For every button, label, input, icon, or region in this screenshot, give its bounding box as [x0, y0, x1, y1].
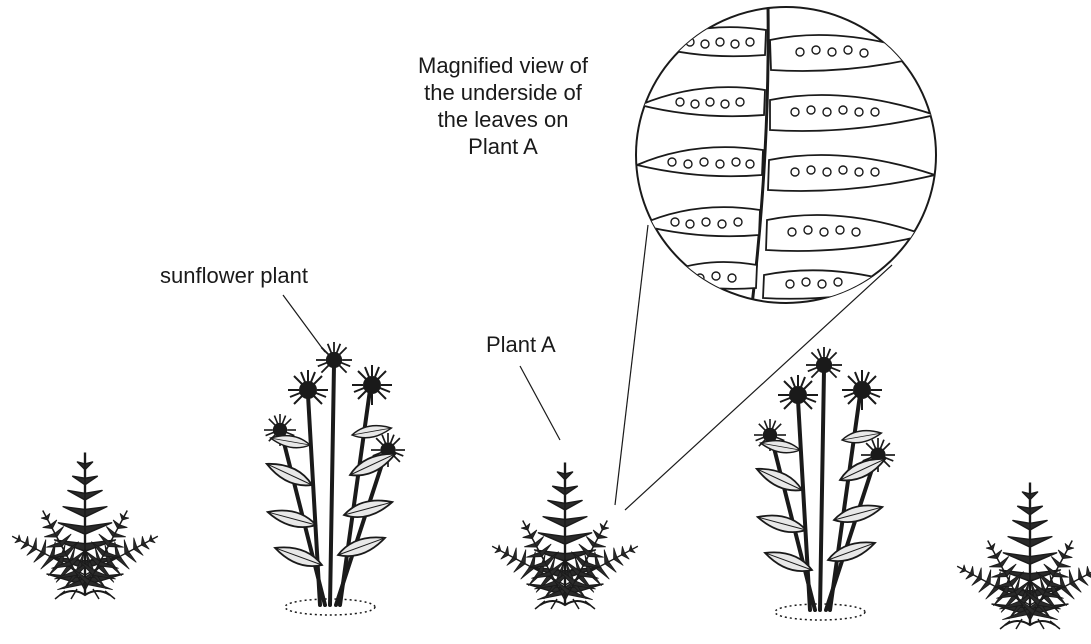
- plant-a-label: Plant A: [486, 331, 556, 358]
- plant-a: [482, 463, 648, 612]
- sunflower-plant-label: sunflower plant: [160, 262, 308, 289]
- sunflower-pointer: [283, 295, 325, 352]
- magnified-label-line: Magnified view of: [388, 52, 618, 79]
- plant-a-pointer: [520, 366, 560, 440]
- fern-plant-right: [947, 483, 1091, 632]
- magnified-view-label: Magnified view of the underside of the l…: [388, 52, 618, 160]
- sunflower-plant-right: [754, 347, 895, 620]
- magnified-label-line: the leaves on: [388, 106, 618, 133]
- sunflower-plant-left: [264, 342, 405, 615]
- magnified-label-line: Plant A: [388, 133, 618, 160]
- fern-plant-left: [2, 453, 168, 602]
- magnified-label-line: the underside of: [388, 79, 618, 106]
- magnified-leaf-view: [636, 5, 936, 305]
- magnify-leader-left: [615, 225, 648, 505]
